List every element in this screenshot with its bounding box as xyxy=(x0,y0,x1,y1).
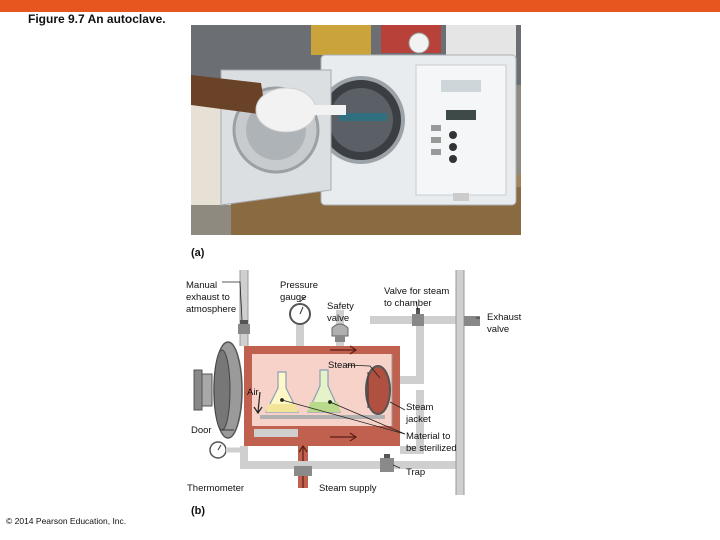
panel-a-label: (a) xyxy=(191,247,205,259)
manual-exhaust-valve xyxy=(238,324,250,334)
label-safety-valve: Safety valve xyxy=(327,301,354,324)
top-accent-bar xyxy=(0,0,720,12)
autoclave-diagram xyxy=(193,270,480,495)
trap xyxy=(380,458,394,472)
label-material: Material to be sterilized xyxy=(406,431,457,454)
steam-valve xyxy=(412,314,424,326)
label-valve-for-steam: Valve for steam to chamber xyxy=(384,286,450,309)
label-exhaust-valve: Exhaust valve xyxy=(487,312,522,335)
label-steam: Steam xyxy=(328,360,356,371)
panel-b-label: (b) xyxy=(191,505,206,517)
figure-title: Figure 9.7 An autoclave. xyxy=(28,12,166,26)
top-accent-gap xyxy=(0,12,720,14)
copyright-notice: © 2014 Pearson Education, Inc. xyxy=(6,516,127,526)
steam-supply-valve xyxy=(294,466,312,476)
label-pressure-gauge: Pressure gauge xyxy=(280,280,319,303)
label-thermometer: Thermometer xyxy=(187,483,245,494)
autoclave-photo xyxy=(191,25,521,235)
label-steam-jacket: Steam jacket xyxy=(406,402,434,425)
safety-valve xyxy=(331,323,349,337)
label-steam-supply: Steam supply xyxy=(319,483,377,494)
label-air: Air xyxy=(247,387,259,398)
label-manual-exhaust: Manual exhaust to atmosphere xyxy=(186,280,237,315)
label-trap: Trap xyxy=(406,467,426,478)
label-door: Door xyxy=(191,425,212,436)
exhaust-valve xyxy=(464,316,480,326)
